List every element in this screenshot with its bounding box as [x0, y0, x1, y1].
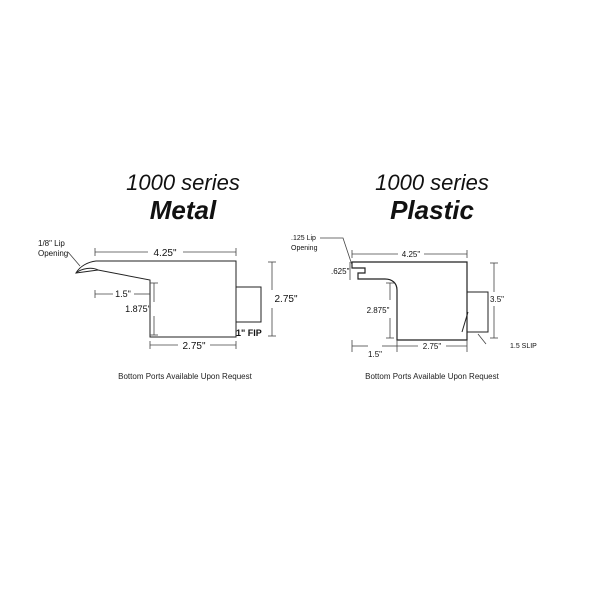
metal-note: Bottom Ports Available Upon Request [118, 372, 252, 381]
metal-lip-leader [67, 251, 81, 267]
plastic-inner-slope [461, 311, 469, 333]
plastic-slip-leader [477, 333, 487, 345]
plastic-dim-1-5-label: 1.5" [368, 350, 382, 359]
plastic-width-top-label: 4.25" [402, 250, 421, 259]
plastic-lip-label-2: Opening [291, 245, 318, 252]
metal-dim-1-875-label: 1.875" [125, 304, 151, 314]
metal-width-bottom-label: 2.75" [182, 341, 205, 352]
plastic-note: Bottom Ports Available Upon Request [365, 372, 499, 381]
metal-body-outline [75, 260, 237, 338]
plastic-height-label: 3.5" [490, 295, 504, 304]
metal-height-label: 2.75" [274, 294, 297, 305]
plastic-dim-2-875-label: 2.875" [367, 306, 390, 315]
plastic-side-fitting [466, 291, 489, 333]
metal-series-title: 1000 series [126, 170, 240, 195]
metal-material-title: Metal [149, 195, 217, 225]
plastic-material-title: Plastic [390, 195, 474, 225]
metal-fip-label: 1" FIP [236, 328, 262, 338]
plastic-dim-625-label: .625" [331, 267, 350, 276]
metal-lip-label-2: Opening [38, 249, 68, 258]
metal-dim-height [268, 261, 276, 337]
metal-lip-label-1: 1/8" Lip [38, 239, 65, 248]
plastic-dim-2-75-label: 2.75" [423, 342, 442, 351]
plastic-dim-2-875 [386, 282, 394, 339]
metal-dim-1-5 [94, 290, 150, 298]
plastic-slip-label: 1.5 SLIP [510, 343, 537, 350]
plastic-lip-label-1: .125 Lip [291, 235, 316, 242]
metal-dim-bottom [149, 341, 237, 349]
plastic-lip-leader [320, 237, 353, 266]
metal-dim-1-5-label: 1.5" [115, 289, 131, 299]
plastic-dim-top [351, 250, 468, 258]
plastic-dim-height [490, 262, 498, 339]
metal-dim-top [94, 248, 237, 256]
plastic-body-outline [351, 261, 468, 341]
metal-width-top-label: 4.25" [153, 248, 176, 259]
metal-dim-1-875 [150, 282, 158, 336]
metal-side-fitting [235, 286, 262, 323]
plastic-series-title: 1000 series [375, 170, 489, 195]
plastic-dim-bottom [351, 340, 468, 352]
